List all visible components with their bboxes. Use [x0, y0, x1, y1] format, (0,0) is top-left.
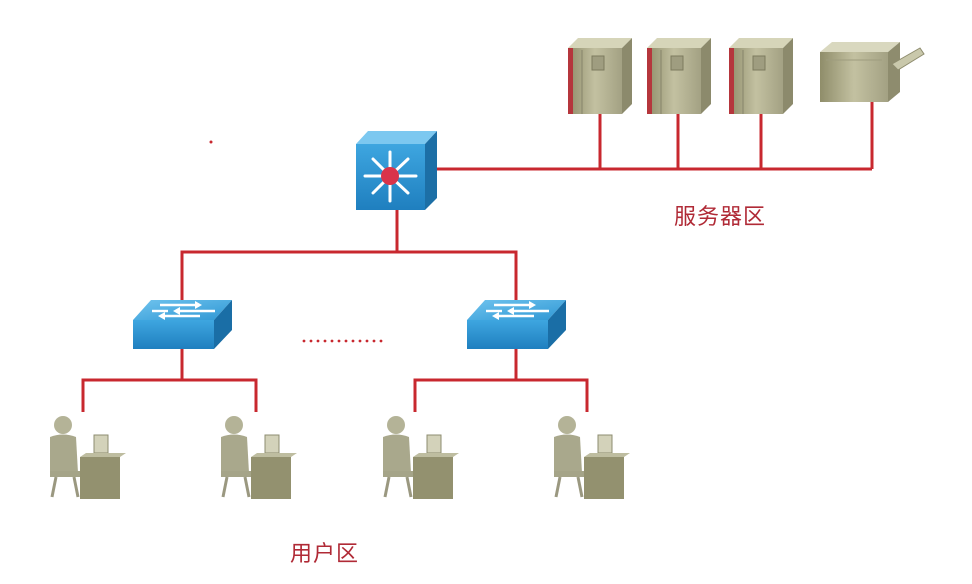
connection-lines: [81, 100, 874, 412]
user-workstation-icon: [383, 416, 459, 499]
user-workstation-icon: [554, 416, 630, 499]
server-tower-icon: [647, 38, 711, 114]
left-user-line: [81, 378, 258, 412]
server-zone-label: 服务器区: [674, 205, 767, 230]
user-zone-label: 用户区: [290, 542, 360, 567]
user-workstation-icon: [50, 416, 126, 499]
stray-dot: [209, 140, 213, 144]
server-tower-icon: [729, 38, 793, 114]
ellipsis-dots: [302, 339, 383, 343]
right-user-line: [413, 378, 589, 412]
switch-icon: [467, 300, 566, 349]
printer-icon: [820, 42, 925, 102]
user-workstation-icon: [221, 416, 297, 499]
switch-icon: [133, 300, 232, 349]
core-switch-icon: [356, 131, 437, 210]
server-tower-icon: [568, 38, 632, 114]
distribution-line: [180, 250, 518, 300]
